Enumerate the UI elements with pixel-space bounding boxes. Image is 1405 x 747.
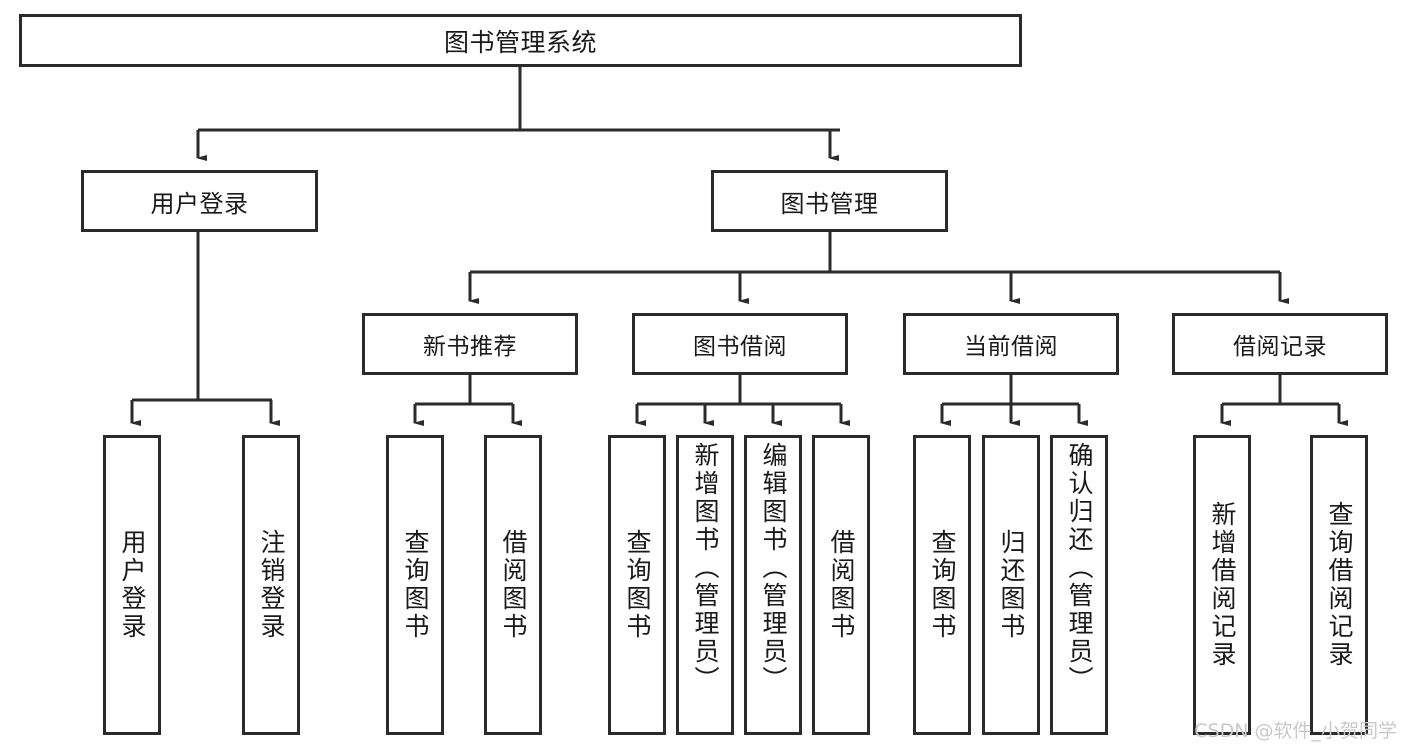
node-leaf-user-login[interactable]: 用户登录 xyxy=(103,435,161,735)
node-new-book-recommend-label: 新书推荐 xyxy=(423,334,517,360)
node-leaf-logout[interactable]: 注销登录 xyxy=(242,435,300,735)
node-leaf-borrow-book-1[interactable]: 借阅图书 xyxy=(484,435,542,735)
node-leaf-edit-book-label: 编辑图书（管理员） xyxy=(759,442,788,694)
node-leaf-logout-label: 注销登录 xyxy=(257,529,286,641)
node-book-borrow-label: 图书借阅 xyxy=(693,334,787,360)
node-new-book-recommend[interactable]: 新书推荐 xyxy=(362,313,578,375)
node-leaf-edit-book[interactable]: 编辑图书（管理员） xyxy=(744,435,802,735)
node-leaf-add-book-label: 新增图书（管理员） xyxy=(691,442,720,694)
node-leaf-query-book-2[interactable]: 查询图书 xyxy=(608,435,666,735)
node-leaf-return-book-label: 归还图书 xyxy=(997,529,1026,641)
node-book-management-label: 图书管理 xyxy=(780,189,879,218)
node-current-borrow[interactable]: 当前借阅 xyxy=(903,313,1119,375)
node-user-login-label: 用户登录 xyxy=(150,189,249,218)
node-book-management[interactable]: 图书管理 xyxy=(711,170,948,232)
node-user-login[interactable]: 用户登录 xyxy=(81,170,318,232)
node-leaf-borrow-book-2[interactable]: 借阅图书 xyxy=(812,435,870,735)
node-leaf-query-book-1[interactable]: 查询图书 xyxy=(386,435,444,735)
node-leaf-confirm-return-label: 确认归还（管理员） xyxy=(1065,442,1094,694)
node-leaf-confirm-return[interactable]: 确认归还（管理员） xyxy=(1050,435,1108,735)
node-leaf-query-book-2-label: 查询图书 xyxy=(623,529,652,641)
node-leaf-query-book-1-label: 查询图书 xyxy=(401,529,430,641)
node-leaf-query-record[interactable]: 查询借阅记录 xyxy=(1310,435,1368,735)
node-leaf-user-login-label: 用户登录 xyxy=(118,529,147,641)
node-root-label: 图书管理系统 xyxy=(443,27,597,57)
node-leaf-add-record-label: 新增借阅记录 xyxy=(1208,501,1237,669)
node-borrow-record[interactable]: 借阅记录 xyxy=(1172,313,1388,375)
node-leaf-query-record-label: 查询借阅记录 xyxy=(1325,501,1354,669)
node-leaf-borrow-book-1-label: 借阅图书 xyxy=(499,529,528,641)
node-leaf-borrow-book-2-label: 借阅图书 xyxy=(827,529,856,641)
node-leaf-return-book[interactable]: 归还图书 xyxy=(982,435,1040,735)
node-current-borrow-label: 当前借阅 xyxy=(964,334,1058,360)
node-leaf-add-record[interactable]: 新增借阅记录 xyxy=(1193,435,1251,735)
node-leaf-query-book-3-label: 查询图书 xyxy=(928,529,957,641)
csdn-watermark: CSDN @软件_小贺同学 xyxy=(1194,720,1397,742)
node-leaf-query-book-3[interactable]: 查询图书 xyxy=(913,435,971,735)
node-root[interactable]: 图书管理系统 xyxy=(19,14,1022,67)
node-leaf-add-book[interactable]: 新增图书（管理员） xyxy=(676,435,734,735)
node-borrow-record-label: 借阅记录 xyxy=(1233,334,1327,360)
node-book-borrow[interactable]: 图书借阅 xyxy=(632,313,848,375)
